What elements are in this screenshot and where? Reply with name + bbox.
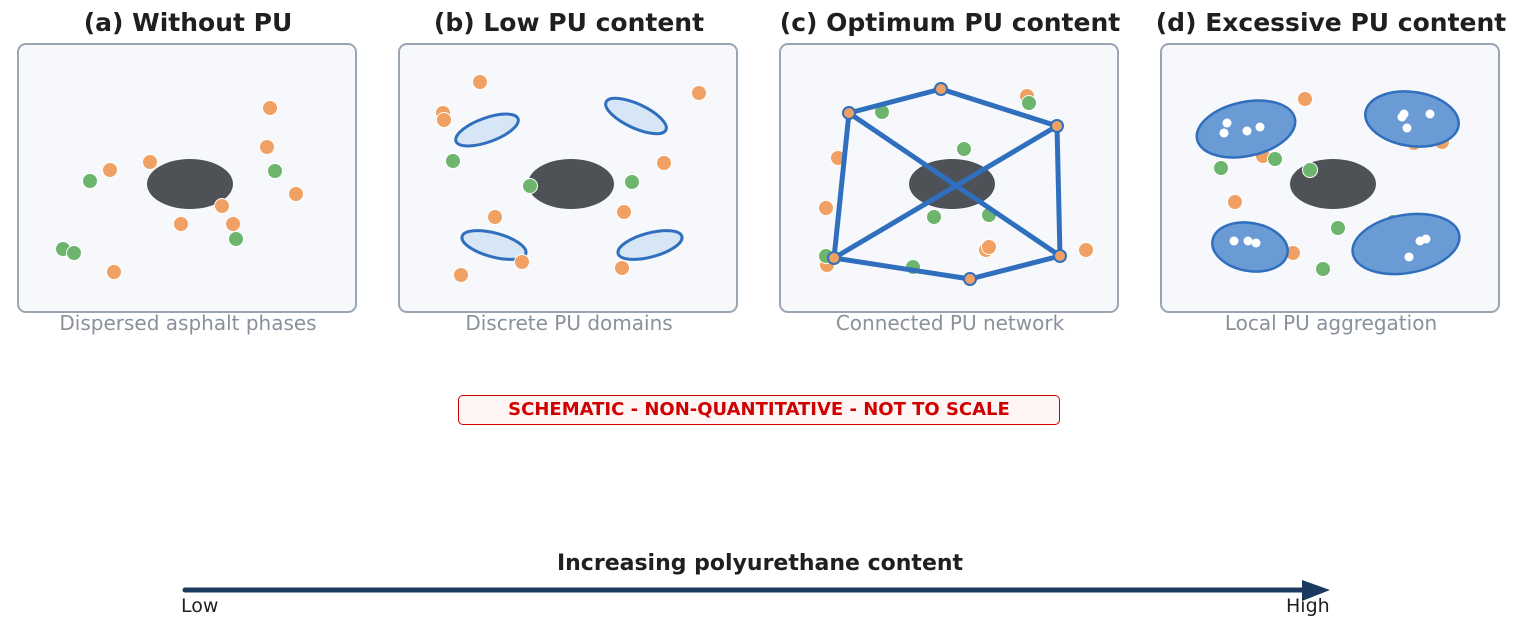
- trapped-particle: [1251, 238, 1261, 248]
- orange-particle: [288, 186, 304, 202]
- orange-particle: [514, 254, 530, 270]
- orange-particle: [472, 74, 488, 90]
- panel-a-drawing: [55, 100, 304, 280]
- panel-d-excessive-pu: [1160, 43, 1500, 313]
- orange-particle: [616, 204, 632, 220]
- panel-c-caption: Connected PU network: [835, 311, 1065, 335]
- orange-particle: [614, 260, 630, 276]
- panel-a-caption: Dispersed asphalt phases: [59, 311, 317, 335]
- green-particle: [445, 153, 461, 169]
- orange-particle: [173, 216, 189, 232]
- panel-b-low-pu: [398, 43, 738, 313]
- green-particle: [66, 245, 82, 261]
- green-particle: [1021, 95, 1037, 111]
- orange-particle: [1227, 194, 1243, 210]
- pu-domain: [604, 96, 668, 136]
- asphalt-core: [147, 159, 233, 209]
- green-particle: [522, 178, 538, 194]
- trapped-particle: [1404, 252, 1414, 262]
- orange-particle: [487, 209, 503, 225]
- panel-b-title: (b) Low PU content: [433, 8, 705, 37]
- orange-particle: [262, 100, 278, 116]
- orange-particle: [259, 139, 275, 155]
- green-particle: [1330, 220, 1346, 236]
- orange-particle: [102, 162, 118, 178]
- trapped-particle: [1243, 236, 1253, 246]
- trapped-particle: [1421, 234, 1431, 244]
- green-particle: [624, 174, 640, 190]
- green-particle: [956, 141, 972, 157]
- orange-particle: [981, 239, 997, 255]
- orange-particle: [1297, 91, 1313, 107]
- orange-particle: [656, 155, 672, 171]
- panel-a-title: (a) Without PU: [83, 8, 293, 37]
- panel-c-title: (c) Optimum PU content: [779, 8, 1121, 37]
- schematic-disclaimer: SCHEMATIC - NON-QUANTITATIVE - NOT TO SC…: [458, 395, 1060, 425]
- pu-aggregate: [1351, 212, 1461, 276]
- green-particle: [926, 209, 942, 225]
- orange-particle: [1078, 242, 1094, 258]
- pu-network-link: [832, 123, 1059, 261]
- pu-aggregate: [1364, 90, 1460, 148]
- orange-particle: [142, 154, 158, 170]
- orange-particle: [225, 216, 241, 232]
- network-node: [1050, 119, 1064, 133]
- trapped-particle: [1219, 128, 1229, 138]
- orange-particle: [106, 264, 122, 280]
- panel-d-drawing: [1195, 90, 1461, 277]
- axis-title: Increasing polyurethane content: [556, 551, 964, 576]
- panel-c-optimum-pu: [779, 43, 1119, 313]
- orange-particle: [818, 200, 834, 216]
- pu-domain: [616, 229, 684, 261]
- pu-domain: [454, 112, 520, 148]
- network-node: [934, 82, 948, 96]
- asphalt-core: [528, 159, 614, 209]
- trapped-particle: [1255, 122, 1265, 132]
- network-node: [842, 106, 856, 120]
- trapped-particle: [1242, 126, 1252, 136]
- panel-b-drawing: [435, 74, 707, 283]
- green-particle: [1315, 261, 1331, 277]
- network-node: [963, 272, 977, 286]
- panel-d-title: (d) Excessive PU content: [1155, 8, 1507, 37]
- green-particle: [82, 173, 98, 189]
- panel-d-caption: Local PU aggregation: [1224, 311, 1438, 335]
- trapped-particle: [1222, 118, 1232, 128]
- trapped-particle: [1402, 123, 1412, 133]
- panel-a-without-pu: [17, 43, 357, 313]
- axis-low-label: Low: [181, 595, 219, 617]
- orange-particle: [453, 267, 469, 283]
- orange-particle: [214, 198, 230, 214]
- green-particle: [267, 163, 283, 179]
- green-particle: [228, 231, 244, 247]
- trapped-particle: [1397, 112, 1407, 122]
- orange-particle: [691, 85, 707, 101]
- orange-particle: [436, 112, 452, 128]
- trapped-particle: [1425, 109, 1435, 119]
- pu-aggregate: [1211, 221, 1289, 273]
- network-node: [827, 251, 841, 265]
- panel-c-drawing: [818, 82, 1094, 286]
- green-particle: [1267, 151, 1283, 167]
- trapped-particle: [1229, 236, 1239, 246]
- axis-high-label: High: [1286, 595, 1330, 617]
- green-particle: [1302, 162, 1318, 178]
- panel-b-caption: Discrete PU domains: [465, 311, 673, 335]
- network-node: [1053, 249, 1067, 263]
- pu-domain: [460, 229, 528, 261]
- arrow-head-icon: [1302, 580, 1330, 601]
- green-particle: [1213, 160, 1229, 176]
